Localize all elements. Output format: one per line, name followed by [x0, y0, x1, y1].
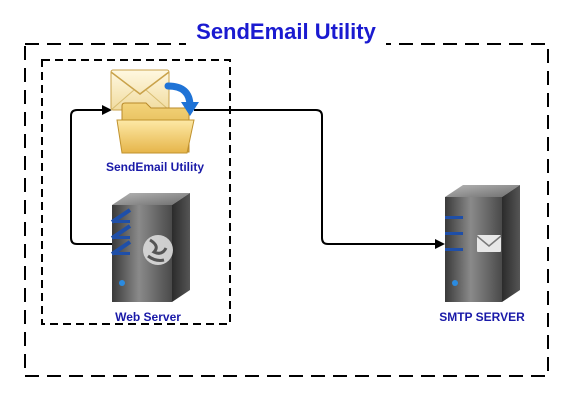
connector-webserver-to-utility	[70, 105, 112, 245]
web-server-label: Web Server	[115, 310, 181, 324]
outer-boundary	[24, 43, 549, 377]
smtp-server-label: SMTP SERVER	[439, 310, 525, 324]
title-backdrop	[186, 20, 386, 50]
sendemail-utility-label: SendEmail Utility	[106, 160, 204, 174]
diagram-title: SendEmail Utility	[196, 19, 376, 44]
globe-server-icon	[110, 193, 190, 302]
connector-utility-to-smtp	[194, 109, 445, 249]
mail-server-icon	[445, 185, 520, 302]
inner-boundary	[41, 59, 231, 325]
folder-mail-icon	[110, 69, 199, 154]
